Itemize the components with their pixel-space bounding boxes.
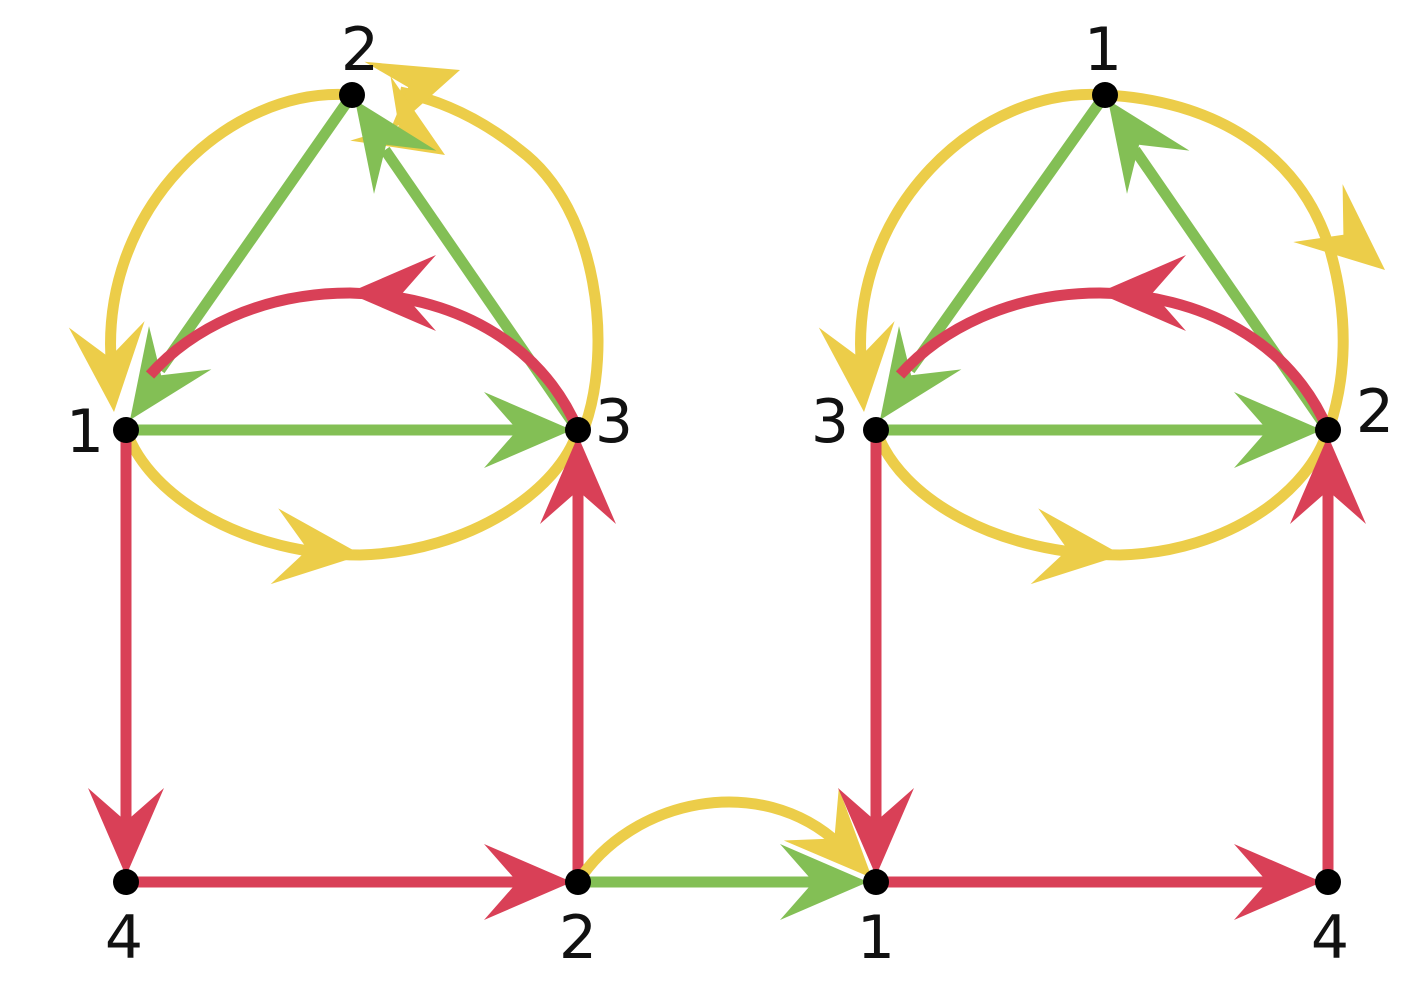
nodes (113, 82, 1341, 895)
right-node-mid-right-label: 2 (1356, 377, 1394, 447)
left-arrowhead-red-2-to-3 (540, 436, 616, 524)
left-arrowhead-green-2-to-1 (130, 326, 212, 420)
left-edge-yellow-2-to-1 (105, 88, 353, 373)
right-node-mid-right (1315, 417, 1341, 443)
left-arrowhead-yellow-2-to-1 (68, 321, 145, 412)
left-arrowhead-green-1-to-3 (484, 392, 572, 468)
left-node-mid-right-label: 3 (595, 387, 633, 457)
right-arrowhead-yellow-1-to-3 (818, 321, 895, 412)
right-arrowhead-red-3-to-1 (838, 788, 914, 876)
right-node-top-label: 1 (1084, 15, 1122, 85)
left-arrowhead-red-1-to-4 (88, 788, 164, 876)
right-arrowhead-red-4-to-2 (1290, 436, 1366, 524)
left-node-top-label: 2 (341, 15, 379, 85)
left-edge-green-2-to-1 (155, 91, 357, 374)
left-node-mid-left (113, 417, 139, 443)
left-node-bottom-right (565, 869, 591, 895)
right-edge-green-1-to-3 (905, 91, 1110, 374)
right-arrowhead-yellow-2-to-1 (1293, 184, 1385, 270)
left-node-mid-right (565, 417, 591, 443)
left-node-bottom-left (113, 869, 139, 895)
right-node-mid-left-label: 3 (811, 387, 849, 457)
right-node-top (1092, 82, 1118, 108)
right-arrowhead-red-2-to-3 (1098, 255, 1186, 331)
bridge-arrowhead-yellow (783, 788, 872, 878)
bridge-edge-yellow (573, 796, 844, 885)
right-node-mid-left (863, 417, 889, 443)
right-arrowhead-green-3-to-2 (1234, 392, 1322, 468)
right-arrowhead-yellow-3-to-2 (1030, 508, 1122, 585)
node-labels: 2 1 3 4 2 1 3 2 1 4 (66, 15, 1394, 973)
right-edge-yellow-1-to-3 (855, 88, 1106, 373)
right-arrowhead-green-2-to-1 (1108, 100, 1190, 194)
left-arrowhead-red-3-to-1 (348, 255, 436, 331)
left-arrowhead-green-3-to-2 (355, 100, 437, 194)
left-node-top (339, 82, 365, 108)
right-arrowhead-red-1-to-4 (1234, 844, 1322, 920)
right-node-bottom-left-label: 1 (857, 903, 895, 973)
bridge-arrowhead-green (780, 844, 868, 920)
left-node-bottom-right-label: 2 (559, 903, 597, 973)
left-node-bottom-left-label: 4 (105, 903, 143, 973)
left-arrowhead-yellow-1-to-3 (270, 508, 362, 585)
right-node-bottom-left (863, 869, 889, 895)
right-arrowhead-green-1-to-3 (880, 326, 962, 420)
left-node-mid-left-label: 1 (66, 397, 104, 467)
right-node-bottom-right-label: 4 (1311, 903, 1349, 973)
left-arrowhead-red-4-to-2 (484, 844, 572, 920)
right-edge-yellow-2-to-1 (1104, 89, 1349, 428)
right-node-bottom-right (1315, 869, 1341, 895)
edges (68, 61, 1385, 920)
left-edge-yellow-3-to-2 (398, 86, 604, 428)
left-arrowhead-yellow-3-to-2-outer (364, 61, 460, 134)
